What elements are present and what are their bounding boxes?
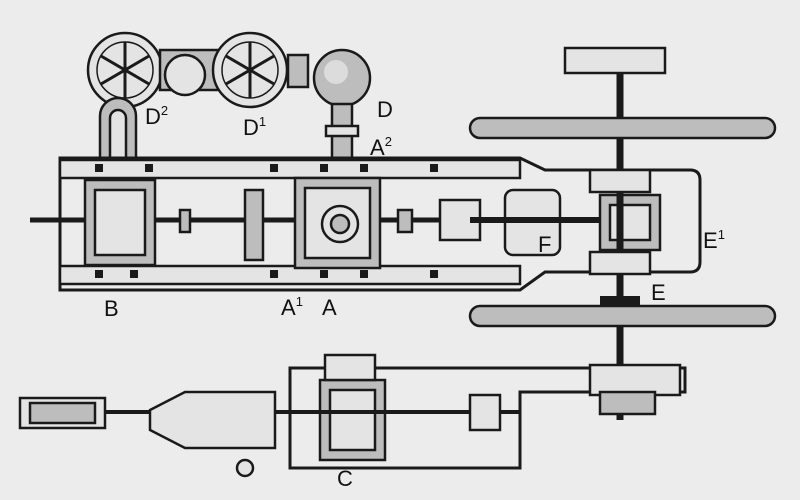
label-d: D: [377, 97, 393, 122]
label-c: C: [337, 466, 353, 491]
label-e: E: [651, 280, 666, 305]
label-a1: A1: [281, 294, 303, 320]
wheel-d1: [211, 31, 289, 109]
lower-assembly-c: [18, 353, 687, 478]
label-b: B: [104, 296, 119, 321]
cross-shaft-e: [468, 46, 777, 420]
wheel-d2: [86, 31, 164, 109]
label-f: F: [538, 232, 551, 257]
main-frame: [30, 156, 702, 292]
coupling: [286, 53, 310, 89]
label-e1: E1: [703, 227, 725, 253]
labels: D2 D1 D A2 F E1 E B A1 A C: [104, 97, 725, 491]
label-a: A: [322, 295, 337, 320]
label-d1: D1: [243, 114, 266, 140]
sphere-d: [312, 48, 372, 160]
label-a2: A2: [370, 134, 392, 160]
label-d2: D2: [145, 103, 168, 129]
